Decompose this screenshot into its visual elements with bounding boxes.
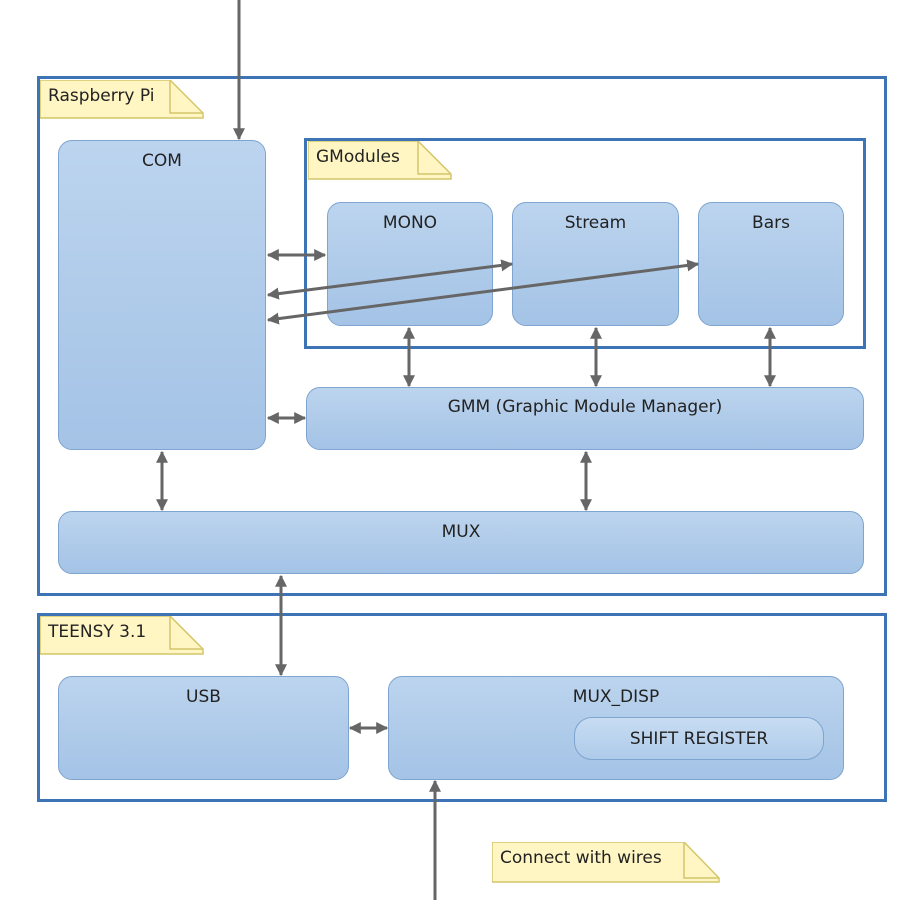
com-label: COM (142, 151, 182, 171)
gmm-label: GMM (Graphic Module Manager) (447, 397, 723, 417)
gmodules-frame (304, 138, 866, 349)
usb-box: USB (58, 676, 349, 780)
arrow-com-bars (266, 259, 700, 325)
gmodules-note: GModules (308, 141, 453, 181)
note-shape (40, 80, 204, 119)
gmodules-label: GModules (316, 147, 400, 167)
shift-register-box: SHIFT REGISTER (574, 717, 824, 760)
raspberry-pi-frame (37, 76, 887, 596)
mux-box: MUX (58, 511, 864, 574)
connect-wires-label: Connect with wires (500, 848, 662, 868)
arrow-com-stream (266, 259, 514, 300)
connect-wires-note: Connect with wires (492, 842, 722, 884)
com-box: COM (58, 140, 266, 450)
bars-label: Bars (752, 213, 790, 233)
teensy-frame (37, 613, 887, 802)
mux-disp-label: MUX_DISP (572, 687, 660, 707)
raspberry-pi-label: Raspberry Pi (48, 86, 155, 106)
gmm-box: GMM (Graphic Module Manager) (306, 387, 864, 450)
raspberry-pi-note: Raspberry Pi (40, 80, 205, 120)
teensy-label: TEENSY 3.1 (48, 622, 147, 642)
usb-label: USB (186, 687, 221, 707)
teensy-note: TEENSY 3.1 (40, 616, 205, 656)
note-shape (492, 842, 720, 883)
shift-register-label: SHIFT REGISTER (629, 728, 769, 749)
stream-label: Stream (564, 213, 627, 233)
mux-label: MUX (441, 522, 481, 542)
mono-label: MONO (382, 213, 438, 233)
note-shape (308, 141, 452, 180)
note-shape (40, 616, 204, 655)
